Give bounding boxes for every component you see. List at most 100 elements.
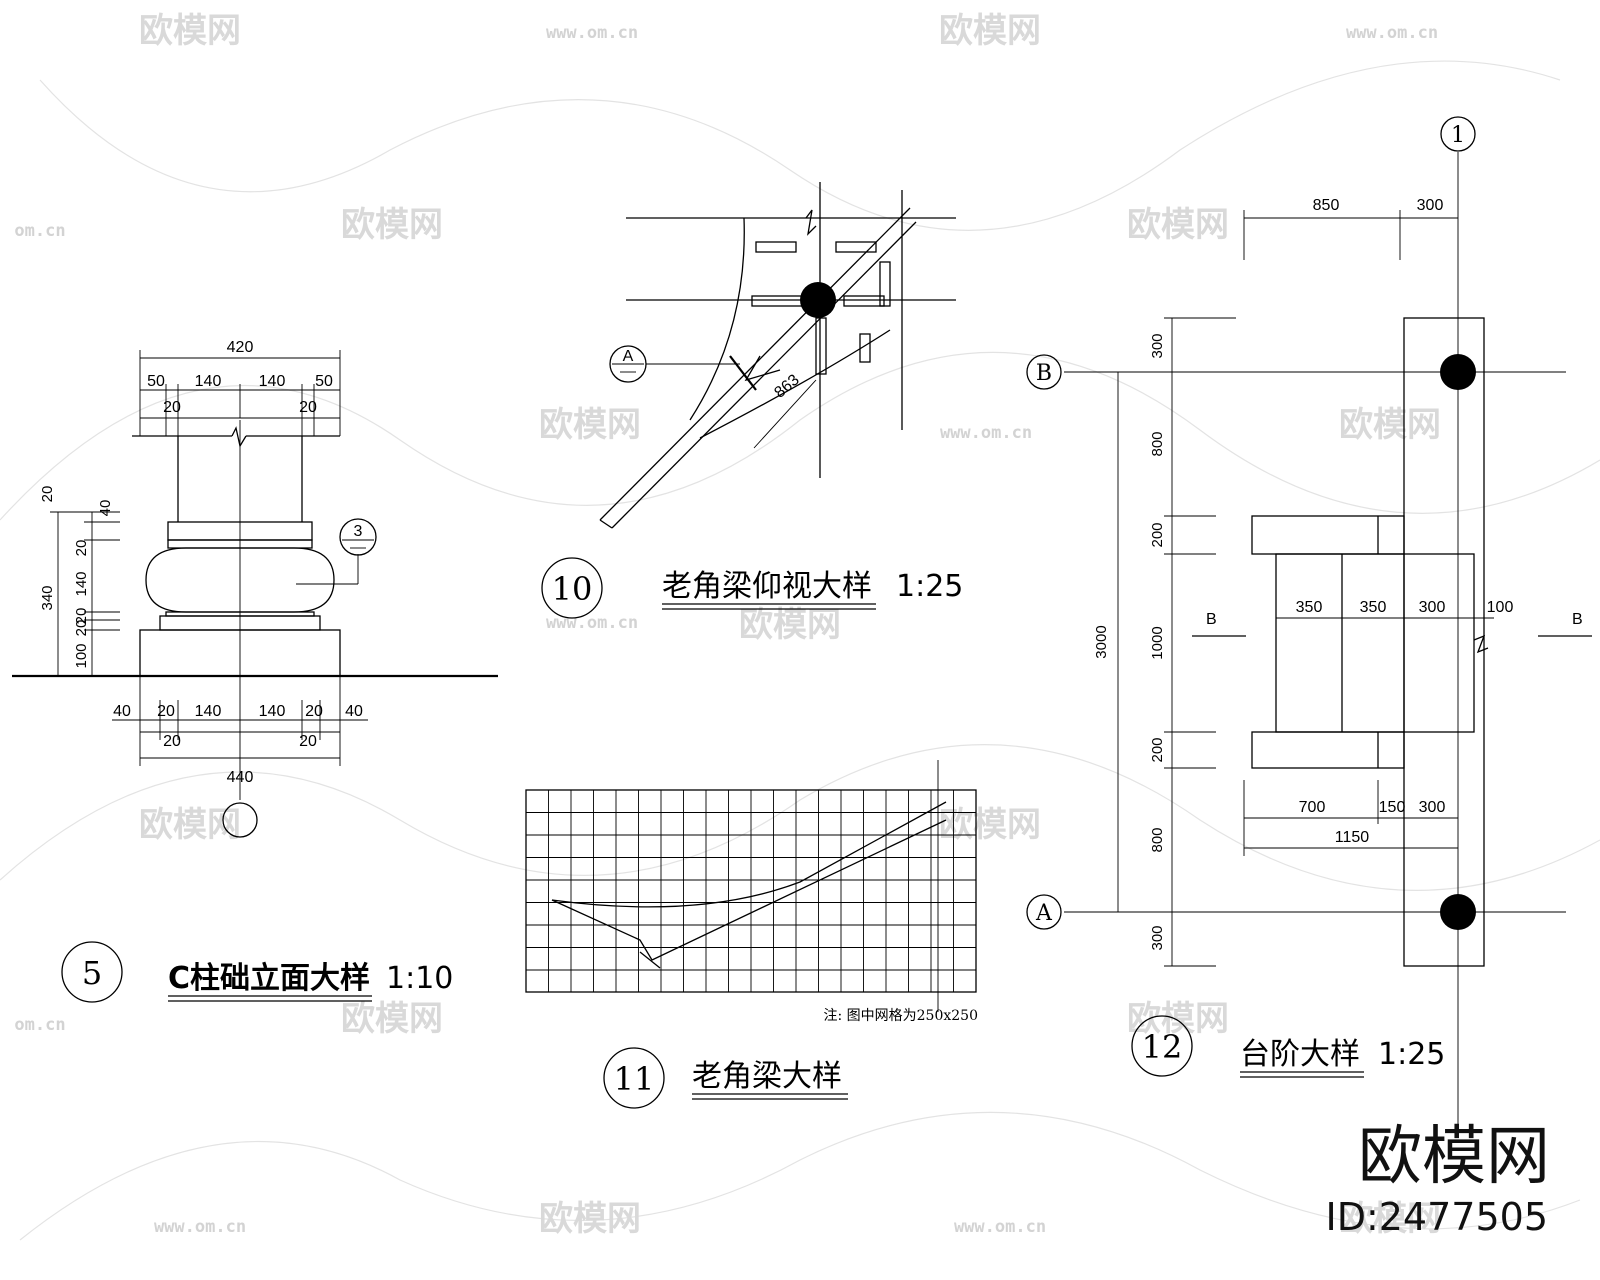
side-wall (1251, 515, 1405, 555)
axis-circle-B (1026, 354, 1062, 390)
watermark-url: www.om.cn (154, 1217, 246, 1237)
detail-number: 5 (82, 954, 102, 992)
watermark-url: www.om.cn (546, 23, 638, 43)
watermark-brand: 欧模网 (739, 605, 841, 645)
watermark-brand: 欧模网 (1339, 405, 1441, 445)
watermark-url: www.om.cn (954, 1217, 1046, 1237)
dim-label: 350 (1296, 599, 1323, 616)
watermark-layer: 欧模网欧模网欧模网欧模网欧模网欧模网欧模网欧模网欧模网欧模网欧模网欧模网欧模网 … (0, 11, 1600, 1241)
axis-label: A (1035, 901, 1053, 926)
dim-label: 40 (345, 703, 363, 720)
dim-label: 300 (1149, 333, 1166, 358)
section-tag: A (623, 348, 634, 365)
dim-label: 20 (163, 399, 181, 416)
axis-circle-A (1026, 894, 1062, 930)
grid-250 (526, 790, 976, 992)
grid-note: 注: 图中网格为250x250 (823, 1008, 978, 1024)
dim-label: 20 (157, 703, 175, 720)
axis-circle-1 (1440, 116, 1476, 152)
axis-label: 1 (1451, 123, 1465, 148)
logo-brand: 欧模网 (1358, 1120, 1550, 1194)
watermark-brand: 欧模网 (1127, 205, 1229, 245)
detail-5-column-base: 420 50 140 140 50 20 20 20 40 3 40 20 140… (12, 339, 498, 1003)
detail-11-corner-beam-grid: 注: 图中网格为250x250 11 老角梁大样 (525, 760, 978, 1109)
detail-number: 12 (1142, 1028, 1183, 1066)
dim-label: 3000 (1093, 625, 1110, 658)
column-dot (1440, 894, 1476, 930)
detail-10-corner-beam-view: 863 A 10 老角梁仰视大样 1:25 (541, 182, 963, 619)
callout-number: 3 (354, 523, 363, 540)
detail-number-circle (61, 941, 123, 1003)
logo-id: ID:2477505 (1325, 1195, 1548, 1239)
dim-label: 20 (73, 620, 90, 637)
dim-label: 20 (163, 733, 181, 750)
dim-label: 40 (113, 703, 131, 720)
watermark-brand: 欧模网 (1127, 999, 1229, 1039)
dim-label: 850 (1313, 197, 1340, 214)
dim-label: 140 (73, 571, 90, 596)
watermark-brand: 欧模网 (539, 405, 641, 445)
dim-label: 20 (73, 608, 90, 625)
detail-number-circle (603, 1047, 665, 1109)
dim-label: 40 (97, 500, 114, 517)
watermark-url: om.cn (14, 1015, 65, 1035)
detail-title: 老角梁大样 (692, 1059, 842, 1094)
section-mark: B (1572, 611, 1583, 628)
dim-label: 20 (73, 540, 90, 557)
watermark-url: www.om.cn (1346, 23, 1438, 43)
watermark-brand: 欧模网 (341, 205, 443, 245)
dim-label: 300 (1149, 925, 1166, 950)
watermark-brand: 欧模网 (139, 11, 241, 51)
callout-circle (339, 518, 377, 556)
axis-label: B (1036, 361, 1052, 386)
dim-label: 150 (1379, 799, 1406, 816)
dim-label: 1150 (1335, 829, 1370, 846)
dim-label: 300 (1417, 197, 1444, 214)
detail-scale: 1:25 (1378, 1037, 1445, 1072)
dim-label: 800 (1149, 431, 1166, 456)
detail-number-circle (1131, 1015, 1193, 1077)
dim-label: 1000 (1149, 626, 1166, 659)
dim-420: 420 (227, 339, 254, 356)
detail-ref-circle (222, 802, 258, 838)
side-wall (1251, 731, 1405, 769)
dim-label: 140 (195, 703, 222, 720)
detail-12-step-plan: 1 B A B B 850 300 3000 (1026, 116, 1592, 1130)
dim-label: 50 (147, 373, 165, 390)
dim-label: 800 (1149, 827, 1166, 852)
dim-440: 440 (227, 769, 254, 786)
dim-label: 300 (1419, 599, 1446, 616)
column-dot (1440, 354, 1476, 390)
dim-label: 140 (259, 373, 286, 390)
detail-title: C柱础立面大样 (168, 961, 370, 996)
watermark-brand: 欧模网 (1339, 1199, 1441, 1239)
watermark-brand: 欧模网 (341, 999, 443, 1039)
dim-label: 20 (299, 399, 317, 416)
watermark-brand: 欧模网 (539, 1199, 641, 1239)
dim-label: 50 (315, 373, 333, 390)
watermark-url: www.om.cn (940, 423, 1032, 443)
detail-number: 11 (614, 1060, 655, 1098)
grid-frame (525, 789, 977, 993)
dim-label: 700 (1299, 799, 1326, 816)
dim-label: 350 (1360, 599, 1387, 616)
detail-scale: 1:25 (896, 569, 963, 604)
dim-label: 20 (299, 733, 317, 750)
dim-label: 200 (1149, 737, 1166, 762)
detail-number: 10 (552, 570, 593, 608)
dim-label: 200 (1149, 522, 1166, 547)
dim-label: 140 (259, 703, 286, 720)
detail-title: 老角梁仰视大样 (662, 569, 872, 604)
dim-label: 100 (1487, 599, 1514, 616)
step-treads (1275, 553, 1475, 733)
dim-label: 140 (195, 373, 222, 390)
dim-label: 20 (39, 486, 56, 503)
site-logo: 欧模网 ID:2477505 (1325, 1120, 1550, 1239)
detail-scale: 1:10 (386, 961, 453, 996)
detail-number-circle (541, 557, 603, 619)
detail-title: 台阶大样 (1240, 1037, 1360, 1072)
dim-label: 100 (73, 643, 90, 668)
dim-label: 20 (305, 703, 323, 720)
watermark-brand: 欧模网 (939, 11, 1041, 51)
